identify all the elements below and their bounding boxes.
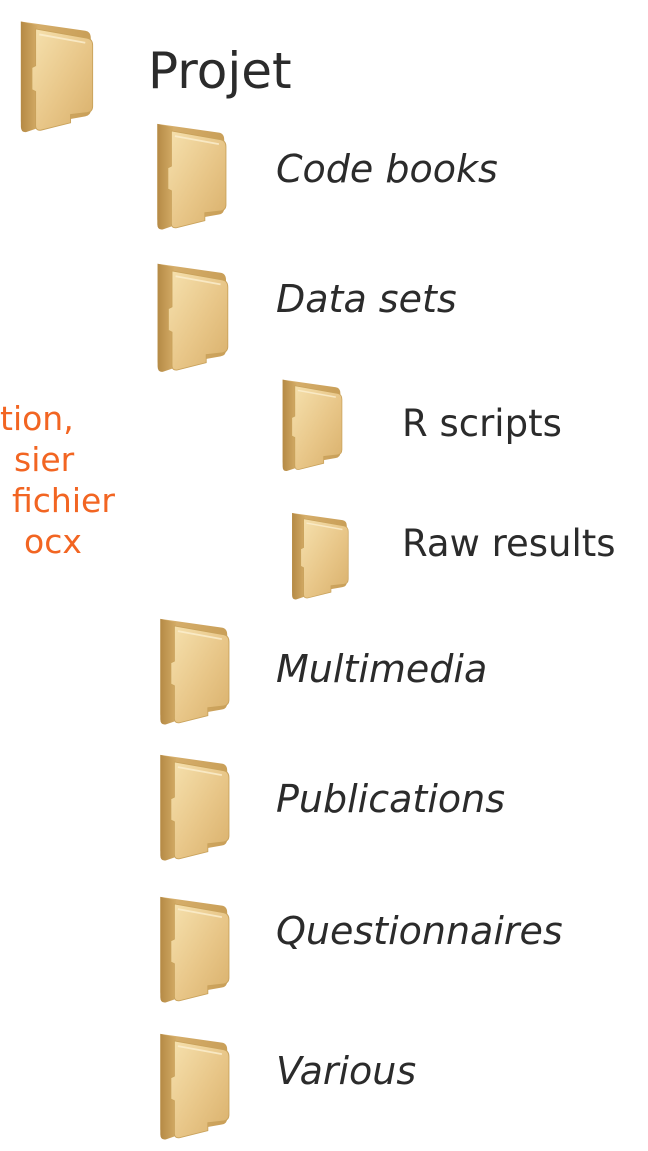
folder-icon[interactable] [148,605,236,733]
folder-icon[interactable] [282,500,354,608]
folder-label-projet: Projet [148,42,292,100]
folder-label-raw-results: Raw results [402,522,616,565]
note-text: tion, sier fichier ocx [0,398,115,562]
folder-label-various: Various [276,1049,417,1093]
folder-label-multimedia: Multimedia [276,647,488,691]
note-line: sier [14,440,75,479]
note-line: fichier [12,481,115,520]
folder-label-code-books: Code books [276,147,498,191]
folder-icon[interactable] [148,1022,236,1146]
folder-label-data-sets: Data sets [276,277,457,321]
folder-icon[interactable] [148,884,236,1010]
folder-icon[interactable] [8,10,100,138]
folder-label-questionnaires: Questionnaires [276,909,563,953]
folder-icon[interactable] [272,370,348,476]
note-line: tion, [0,399,74,438]
folder-icon[interactable] [145,252,235,378]
folder-icon[interactable] [148,742,236,868]
note-line: ocx [24,522,82,561]
folder-label-r-scripts: R scripts [402,402,562,445]
folder-icon[interactable] [145,112,233,236]
folder-label-publications: Publications [276,777,506,821]
